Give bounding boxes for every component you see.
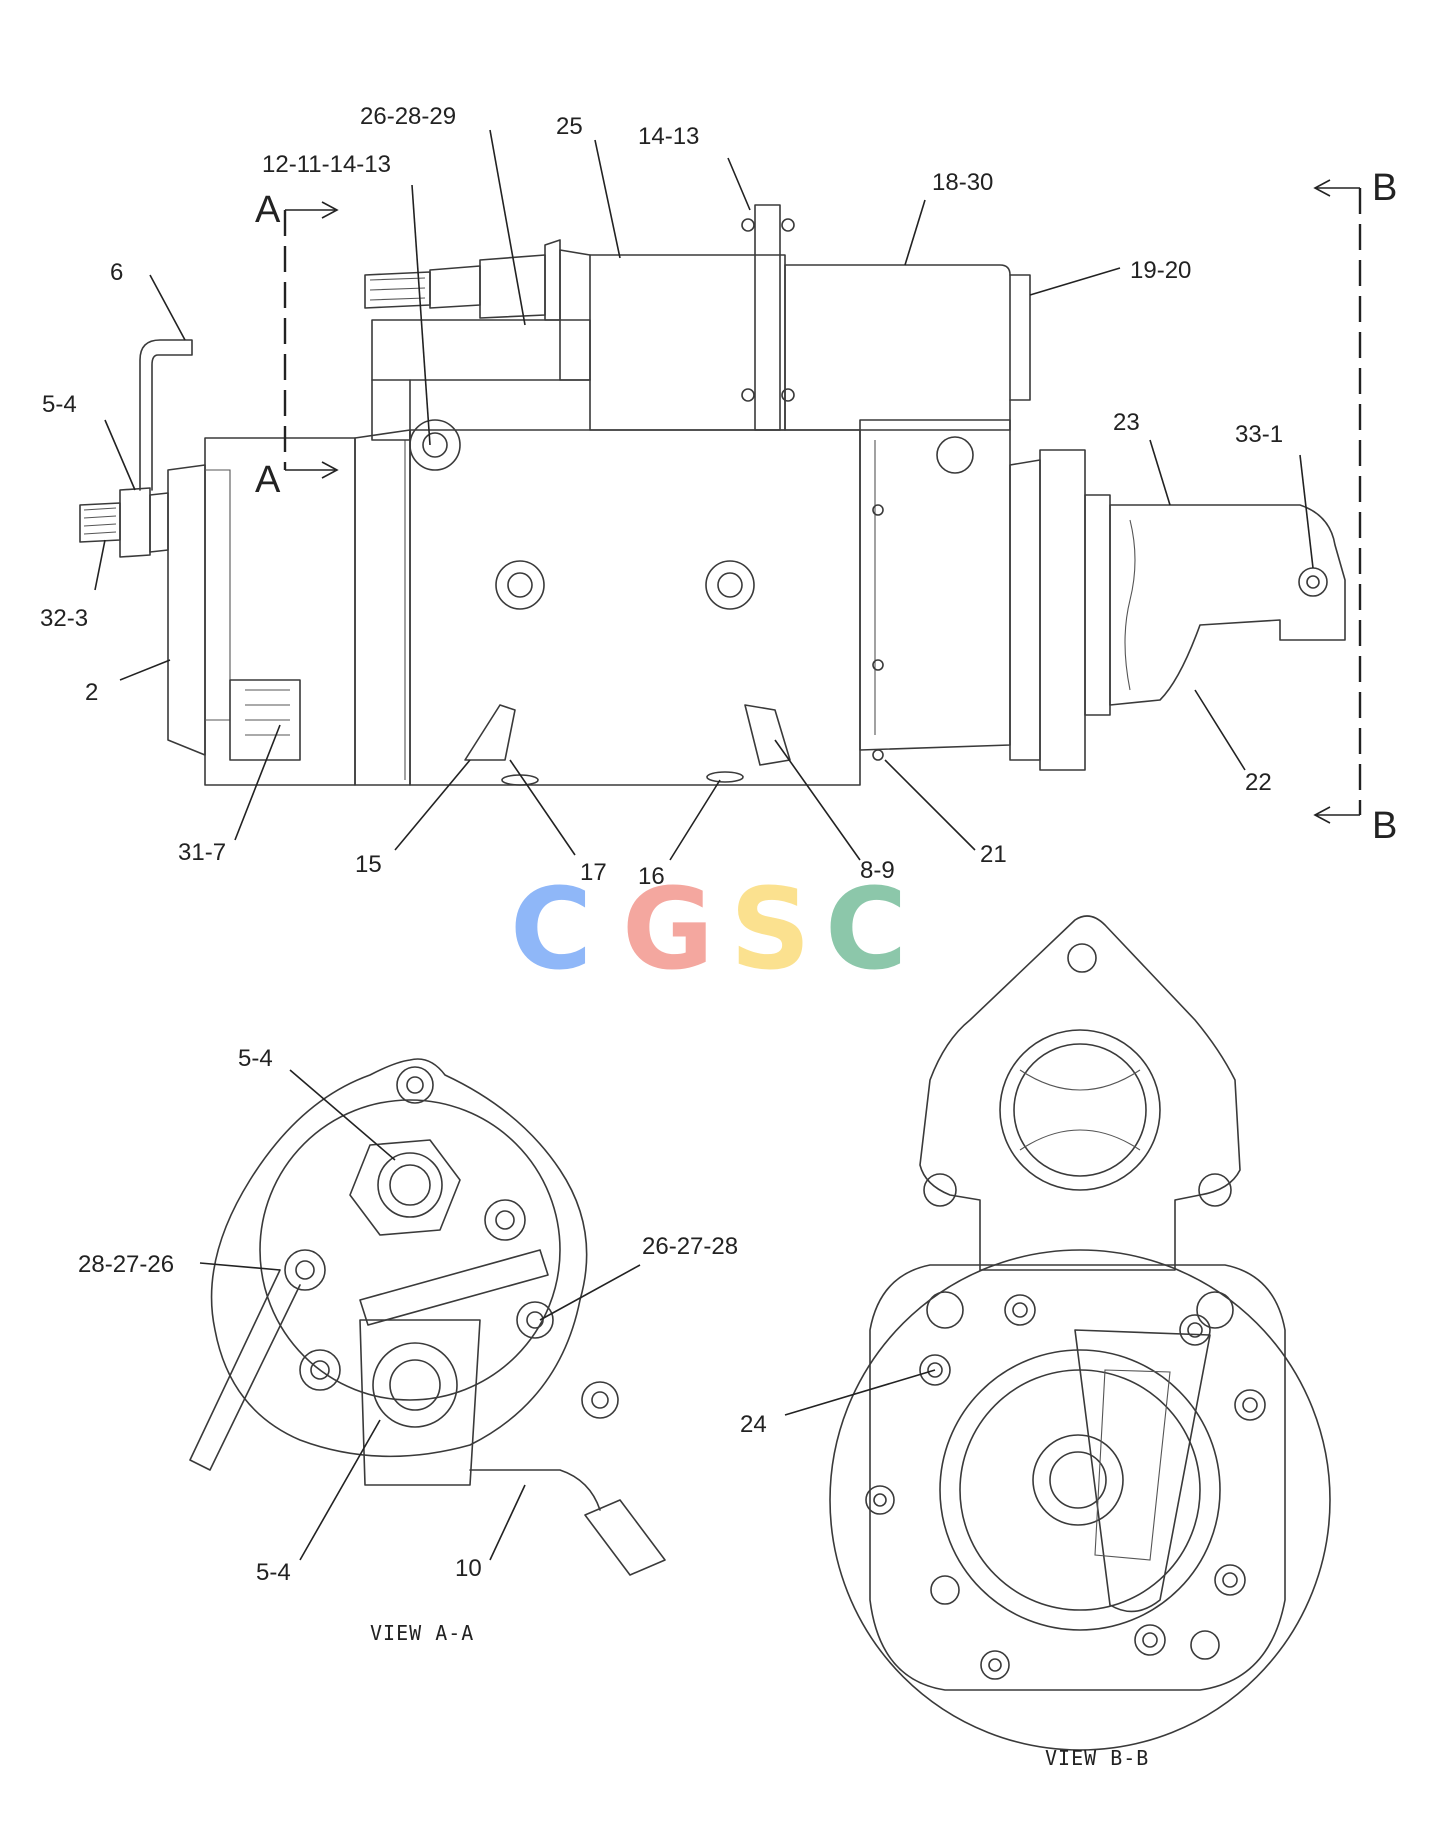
section-marker-b-top: B: [1372, 167, 1397, 209]
callout-labels: 26-28-29 25 14-13 18-30 12-11-14-13 19-2…: [40, 103, 1283, 1586]
callout-5-4-view-a-top: 5-4: [238, 1045, 273, 1072]
callout-26-28-29: 26-28-29: [360, 103, 456, 130]
callout-33-1: 33-1: [1235, 421, 1283, 448]
section-markers: A A B B: [255, 167, 1397, 847]
section-marker-a-bottom: A: [255, 459, 281, 501]
watermark-letter-c2: C: [825, 865, 907, 995]
view-b-b-label: VIEW B-B: [1045, 1746, 1149, 1770]
callout-14-13: 14-13: [638, 123, 699, 150]
section-marker-b-bottom: B: [1372, 805, 1397, 847]
callout-6: 6: [110, 259, 123, 286]
watermark-letter-s: S: [730, 865, 811, 995]
view-b-b-end-view: [829, 915, 1331, 1751]
callout-12-11-14-13: 12-11-14-13: [262, 151, 391, 178]
callout-5-4-view-a-bottom: 5-4: [256, 1559, 291, 1586]
view-a-a-end-view: [189, 1058, 666, 1576]
callout-24: 24: [740, 1411, 767, 1438]
callout-17: 17: [580, 859, 607, 886]
callout-8-9: 8-9: [860, 857, 895, 884]
watermark-letter-c1: C: [510, 865, 592, 995]
view-a-a-label: VIEW A-A: [370, 1621, 474, 1645]
callout-31-7: 31-7: [178, 839, 226, 866]
watermark-letter-g: G: [622, 865, 714, 995]
callout-22: 22: [1245, 769, 1272, 796]
callout-32-3: 32-3: [40, 605, 88, 632]
callout-28-27-26: 28-27-26: [78, 1251, 174, 1278]
callout-23: 23: [1113, 409, 1140, 436]
callout-18-30: 18-30: [932, 169, 993, 196]
callout-15: 15: [355, 851, 382, 878]
callout-10: 10: [455, 1555, 482, 1582]
section-marker-a-top: A: [255, 189, 281, 231]
callout-19-20: 19-20: [1130, 257, 1191, 284]
callout-26-27-28: 26-27-28: [642, 1233, 738, 1260]
callout-25: 25: [556, 113, 583, 140]
cgsc-watermark-logo: C G S C: [510, 865, 907, 995]
leader-lines: [94, 129, 1314, 1561]
callout-21: 21: [980, 841, 1007, 868]
callout-16: 16: [638, 863, 665, 890]
callout-2: 2: [85, 679, 98, 706]
callout-5-4-side: 5-4: [42, 391, 77, 418]
side-view-starter-motor: [79, 179, 1362, 824]
